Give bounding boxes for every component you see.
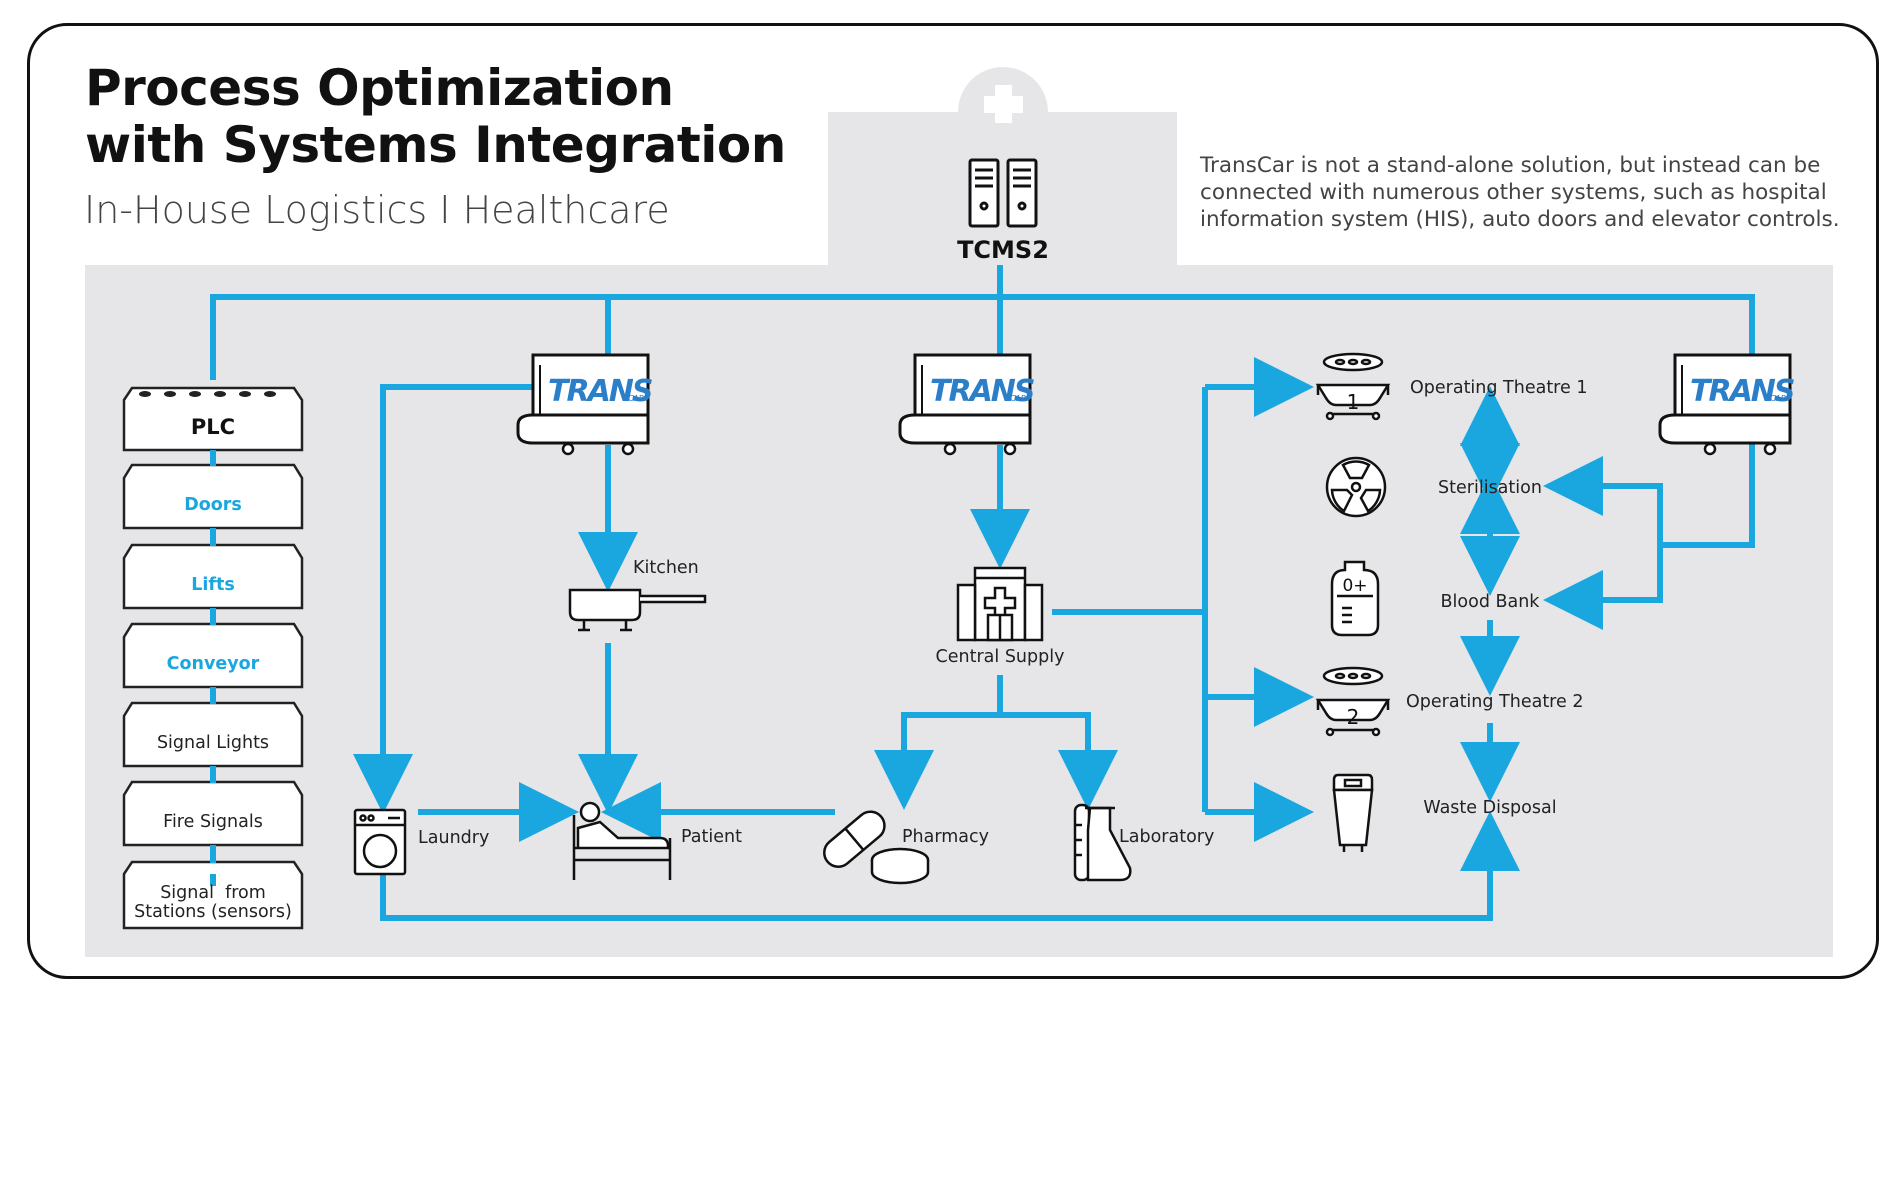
title-line-1: Process Optimization bbox=[85, 59, 674, 117]
central-supply-split bbox=[874, 675, 1003, 810]
bus-line bbox=[210, 294, 1755, 548]
laundry-to-waste bbox=[380, 811, 1520, 921]
plc-label-station-2: Stations (sensors) bbox=[134, 902, 292, 922]
vehicle-3-brand: TRANS bbox=[1690, 374, 1794, 409]
vehicle-3-brand-suffix: CAR bbox=[1770, 394, 1787, 403]
waste-bin-icon bbox=[1332, 773, 1374, 852]
server-label: TCMS2 bbox=[957, 236, 1049, 264]
plc-indicator-dots bbox=[139, 391, 276, 397]
plc-label-conveyor: Conveyor bbox=[167, 654, 260, 674]
washing-machine-icon bbox=[353, 808, 407, 876]
plc-label-station-1: Signal from bbox=[160, 883, 266, 903]
hospital-building-icon bbox=[956, 566, 1044, 642]
theatre-2-number: 2 bbox=[1347, 705, 1360, 729]
server-icon bbox=[968, 158, 1038, 228]
central-supply-label: Central Supply bbox=[936, 647, 1065, 667]
kitchen-label: Kitchen bbox=[633, 558, 699, 578]
to-sterilisation bbox=[1543, 456, 1663, 545]
plc-label-lifts: Lifts bbox=[191, 575, 235, 595]
pills-icon bbox=[823, 810, 930, 885]
plc-label-fire-signals: Fire Signals bbox=[163, 812, 263, 832]
blood-bank-label: Blood Bank bbox=[1441, 592, 1541, 612]
patient-label: Patient bbox=[681, 827, 742, 847]
transcar-vehicle-3: TRANS CAR bbox=[1658, 353, 1796, 456]
transcar-vehicle-1: TRANS CAR bbox=[516, 353, 654, 456]
sterilisation-label: Sterilisation bbox=[1438, 478, 1542, 498]
vehicle-1-brand-suffix: CAR bbox=[628, 394, 645, 403]
plc-label-doors: Doors bbox=[184, 495, 242, 515]
vehicle-1-brand: TRANS bbox=[548, 374, 652, 409]
vehicle-2-brand: TRANS bbox=[930, 374, 1034, 409]
central-supply-to-lab bbox=[1000, 712, 1118, 810]
pharmacy-label: Pharmacy bbox=[902, 827, 989, 847]
diagram-panel bbox=[85, 112, 1833, 957]
plc-item-conveyor bbox=[122, 622, 304, 689]
theatre-2-label: Operating Theatre 2 bbox=[1406, 692, 1583, 712]
plc-item-fire-signals bbox=[122, 780, 304, 847]
blood-type-label: 0+ bbox=[1342, 576, 1367, 596]
plc-item-signal-lights bbox=[122, 701, 304, 768]
theatre-1-number: 1 bbox=[1347, 390, 1360, 414]
plc-stack bbox=[122, 386, 304, 930]
operating-table-icon-2 bbox=[1315, 666, 1391, 737]
theatre-1-label: Operating Theatre 1 bbox=[1410, 378, 1587, 398]
laundry-label: Laundry bbox=[418, 828, 489, 848]
lab-flask-icon bbox=[1073, 803, 1132, 882]
page-subtitle: In-House Logistics I Healthcare bbox=[84, 188, 670, 232]
laboratory-label: Laboratory bbox=[1119, 827, 1214, 847]
plc-item-doors bbox=[122, 463, 304, 530]
operating-table-icon-1 bbox=[1315, 352, 1391, 421]
cooking-pan-icon bbox=[568, 588, 707, 632]
page-description: TransCar is not a stand-alone solution, … bbox=[1200, 153, 1840, 232]
transcar-vehicle-2: TRANS CAR bbox=[898, 353, 1036, 456]
vehicle1-to-laundry bbox=[353, 384, 540, 814]
connection-lines bbox=[210, 265, 1755, 921]
radiation-icon bbox=[1325, 456, 1387, 518]
medical-cross-icon bbox=[958, 67, 1048, 123]
blood-bag-icon bbox=[1330, 560, 1380, 637]
vehicle-2-brand-suffix: CAR bbox=[1010, 394, 1027, 403]
to-blood-bank bbox=[1543, 545, 1663, 630]
plc-label-signal-lights: Signal Lights bbox=[157, 733, 269, 753]
plc-item-station-signals bbox=[122, 860, 304, 930]
plc-item-lifts bbox=[122, 543, 304, 610]
plc-box bbox=[122, 386, 304, 452]
patient-bed-icon bbox=[572, 801, 672, 880]
title-line-2: with Systems Integration bbox=[85, 116, 786, 174]
waste-disposal-label: Waste Disposal bbox=[1423, 798, 1556, 818]
plc-title: PLC bbox=[191, 415, 235, 439]
